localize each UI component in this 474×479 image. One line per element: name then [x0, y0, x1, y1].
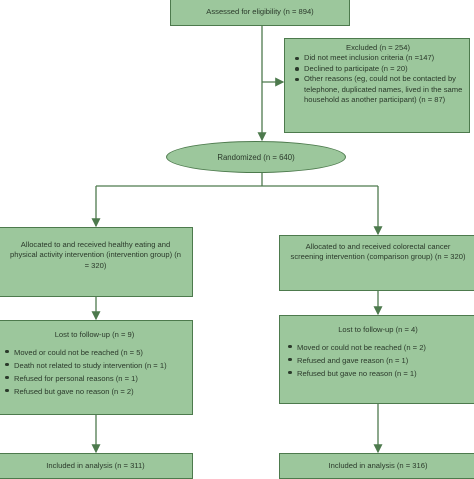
excluded-item: Other reasons (eg, could not be contacte… — [295, 74, 465, 105]
comparison-lost-box: Lost to follow-up (n = 4) Moved or could… — [279, 315, 474, 404]
assessed-box: Assessed for eligibility (n = 894) — [170, 0, 350, 26]
comparison-lost-item: Moved or could not be reached (n = 2) — [288, 341, 472, 354]
randomized-ellipse: Randomized (n = 640) — [166, 141, 346, 173]
intervention-analysis-box: Included in analysis (n = 311) — [0, 453, 193, 479]
intervention-lost-box: Lost to follow-up (n = 9) Moved or could… — [0, 320, 193, 415]
randomized-label: Randomized (n = 640) — [217, 152, 295, 162]
intervention-lost-item: Refused but gave no reason (n = 2) — [5, 385, 188, 398]
assessed-label: Assessed for eligibility (n = 894) — [206, 7, 314, 16]
intervention-allocated-box: Allocated to and received healthy eating… — [0, 227, 193, 297]
comparison-lost-item: Refused and gave reason (n = 1) — [288, 354, 472, 367]
intervention-lost-item: Moved or could not be reached (n = 5) — [5, 346, 188, 359]
comparison-allocated-box: Allocated to and received colorectal can… — [279, 235, 474, 291]
excluded-box: Excluded (n = 254) Did not meet inclusio… — [284, 38, 470, 133]
excluded-item: Declined to participate (n = 20) — [295, 64, 465, 74]
intervention-lost-title: Lost to follow-up (n = 9) — [54, 330, 135, 339]
comparison-allocated-label: Allocated to and received colorectal can… — [290, 242, 466, 262]
intervention-lost-item: Death not related to study intervention … — [5, 359, 188, 372]
intervention-lost-item: Refused for personal reasons (n = 1) — [5, 372, 188, 385]
intervention-analysis-label: Included in analysis (n = 311) — [46, 461, 145, 470]
comparison-analysis-label: Included in analysis (n = 316) — [328, 461, 428, 470]
comparison-lost-item: Refused but gave no reason (n = 1) — [288, 367, 472, 380]
comparison-analysis-box: Included in analysis (n = 316) — [279, 453, 474, 479]
intervention-allocated-label: Allocated to and received healthy eating… — [10, 240, 181, 270]
excluded-title: Excluded (n = 254) — [346, 43, 410, 52]
excluded-item: Did not meet inclusion criteria (n =147) — [295, 53, 465, 63]
comparison-lost-title: Lost to follow-up (n = 4) — [338, 325, 418, 334]
